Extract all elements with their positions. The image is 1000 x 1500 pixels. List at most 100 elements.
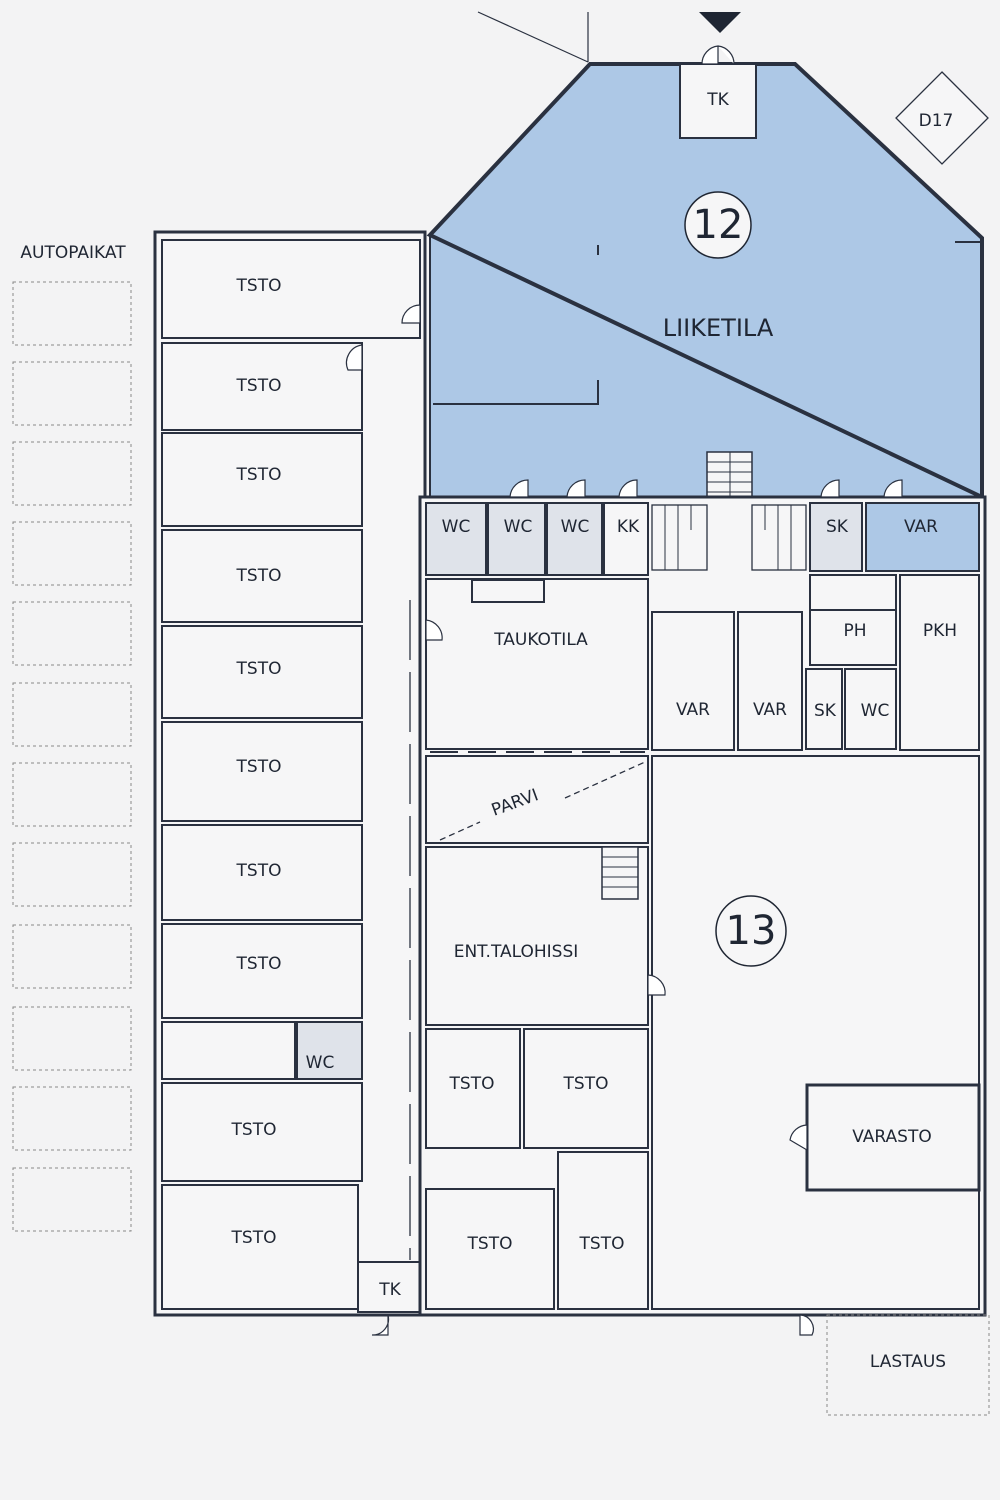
stairs-left-icon — [651, 504, 708, 571]
room-tsto-b[interactable] — [523, 1028, 649, 1149]
stairs-icon — [664, 505, 792, 570]
room-wc-4[interactable] — [844, 668, 897, 750]
room-tsto-6[interactable] — [161, 721, 363, 822]
room-label: PKH — [923, 621, 957, 641]
room-tsto-a[interactable] — [425, 1028, 521, 1149]
room-tsto-4[interactable] — [161, 529, 363, 623]
room-tsto-c[interactable] — [425, 1188, 555, 1310]
door-icon — [618, 479, 638, 498]
room-label: TK — [706, 90, 729, 110]
room-label: TAUKOTILA — [493, 630, 588, 650]
outer-wall — [426, 62, 984, 501]
room-tsto-10[interactable] — [161, 1184, 359, 1310]
door-icon — [401, 304, 421, 324]
entrance-arrow-icon — [699, 12, 741, 33]
room-label: WC — [442, 517, 471, 537]
kitchen-counter-icon — [471, 579, 545, 603]
room-label: WC — [861, 701, 890, 721]
room-label: TSTO — [236, 566, 282, 586]
room-label: TSTO — [236, 861, 282, 881]
room-sk-2[interactable] — [805, 668, 843, 750]
room-label: TK — [378, 1280, 401, 1300]
stairs-icon — [602, 856, 638, 888]
room-tk-bottom[interactable] — [357, 1261, 423, 1313]
area-parvi[interactable] — [425, 755, 649, 844]
room-tsto-7[interactable] — [161, 824, 363, 921]
room-label: PH — [843, 621, 866, 641]
room-pkh[interactable] — [899, 574, 980, 751]
room-label: TSTO — [236, 757, 282, 777]
room-wc-2[interactable] — [487, 502, 546, 576]
room-label: TSTO — [236, 376, 282, 396]
room-tsto-1[interactable] — [161, 239, 421, 339]
door-icon — [820, 479, 840, 498]
door-icon — [883, 479, 903, 498]
room-label: SK — [826, 517, 849, 537]
stairs-right-icon — [751, 504, 807, 571]
room-kk[interactable] — [603, 502, 649, 576]
room-label: TSTO — [579, 1234, 625, 1254]
door-icon — [647, 974, 666, 996]
room-label: SK — [814, 701, 837, 721]
room-label: WC — [561, 517, 590, 537]
room-tsto-8[interactable] — [161, 923, 363, 1019]
unit-13-hall[interactable] — [651, 755, 980, 1310]
room-tsto-9[interactable] — [161, 1082, 363, 1182]
room-wc-left[interactable] — [296, 1021, 363, 1080]
unit-12-name: LIIKETILA — [663, 314, 774, 342]
room-label: TSTO — [236, 465, 282, 485]
room-taukotila[interactable] — [425, 578, 649, 750]
unit-number: 12 — [693, 202, 744, 248]
room-var-blue[interactable] — [865, 502, 980, 572]
room-var-1[interactable] — [651, 611, 735, 751]
room-tsto-3[interactable] — [161, 432, 363, 527]
room-ph[interactable] — [809, 609, 897, 666]
door-icon — [701, 45, 735, 65]
room-wc-1[interactable] — [425, 502, 487, 576]
door-icon — [509, 479, 529, 498]
room-storage-small[interactable] — [161, 1021, 296, 1080]
unit-13-badge — [715, 895, 787, 967]
site-line — [477, 11, 589, 63]
marker-d17: D17 — [895, 71, 989, 165]
room-label: WC — [504, 517, 533, 537]
room-tsto-2[interactable] — [161, 342, 363, 431]
room-label: VAR — [904, 517, 938, 537]
door-icon — [799, 1314, 814, 1336]
door-icon — [425, 619, 443, 641]
room-label: ENT.TALOHISSI — [454, 942, 579, 962]
room-wc-3[interactable] — [546, 502, 603, 576]
room-sk-1[interactable] — [809, 502, 863, 572]
room-label: VARASTO — [852, 1127, 931, 1147]
room-label: TSTO — [236, 659, 282, 679]
door-icon — [345, 344, 363, 371]
room-tsto-5[interactable] — [161, 625, 363, 719]
loading-label: LASTAUS — [870, 1352, 946, 1372]
room-label: TSTO — [231, 1228, 277, 1248]
room-technical — [809, 574, 897, 611]
room-label: VAR — [753, 700, 787, 720]
stairs-icon-2 — [601, 846, 639, 900]
parking-spots — [12, 281, 132, 1232]
unit-number: 13 — [726, 908, 777, 954]
room-label: TSTO — [467, 1234, 513, 1254]
room-label: TSTO — [236, 954, 282, 974]
door-icon — [371, 1314, 390, 1336]
room-label: VAR — [676, 700, 710, 720]
room-var-2[interactable] — [737, 611, 803, 751]
loading-area — [826, 1314, 990, 1416]
door-icon — [789, 1124, 808, 1152]
room-label: TSTO — [449, 1074, 495, 1094]
room-label: TSTO — [236, 276, 282, 296]
unit-12-badge — [684, 191, 752, 259]
room-varasto[interactable] — [805, 1083, 981, 1192]
room-tsto-d[interactable] — [557, 1151, 649, 1310]
interior-wall — [433, 241, 982, 405]
room-label: TSTO — [231, 1120, 277, 1140]
room-label: KK — [617, 517, 640, 537]
doors — [345, 304, 903, 1336]
room-label: TSTO — [563, 1074, 609, 1094]
door-icon — [566, 479, 586, 498]
stairs-icon — [707, 452, 752, 502]
